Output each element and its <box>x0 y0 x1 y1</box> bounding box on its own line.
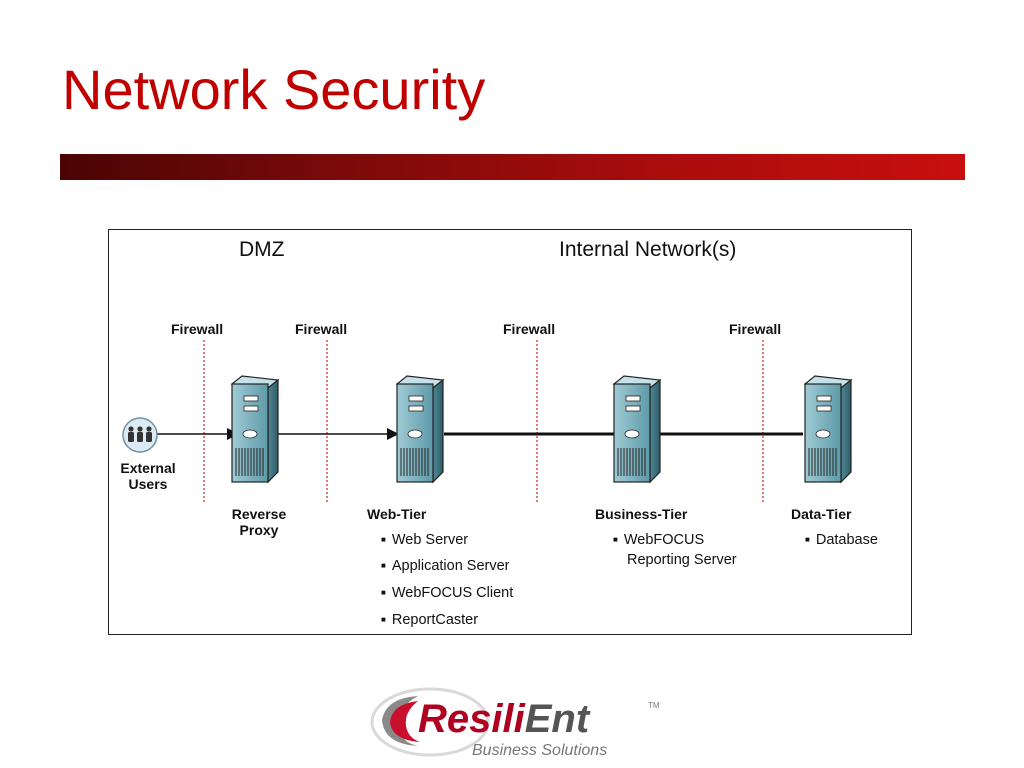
arrow-right-icon <box>387 428 399 440</box>
logo-tm: TM <box>648 701 660 710</box>
web-tier-item: ReportCaster <box>381 612 478 628</box>
firewall-lines <box>203 340 764 502</box>
business-tier-item: WebFOCUS <box>613 532 704 548</box>
zone-label-dmz: DMZ <box>239 238 285 261</box>
server-icon <box>613 375 661 483</box>
server-icon <box>804 375 852 483</box>
web-tier-title: Web-Tier <box>367 506 427 522</box>
logo-graphic: ResiliEnt TM Business Solutions <box>370 687 660 759</box>
logo-brand-part2: Ent <box>525 697 591 741</box>
web-tier-item: Application Server <box>381 558 510 574</box>
data-tier-title: Data-Tier <box>791 506 852 522</box>
data-tier-item: Database <box>805 532 878 548</box>
business-tier-title: Business-Tier <box>595 506 688 522</box>
logo-tagline: Business Solutions <box>472 742 607 759</box>
server-icon <box>396 375 444 483</box>
network-diagram: DMZ Internal Network(s) Firewall Firewal… <box>108 229 912 635</box>
business-tier-item-continued: Reporting Server <box>627 552 737 568</box>
external-users-label: External Users <box>120 460 176 492</box>
logo-swoosh-icon <box>370 687 490 757</box>
firewall-label-3: Firewall <box>503 321 556 337</box>
web-tier-item: WebFOCUS Client <box>381 585 513 601</box>
server-icon <box>231 375 279 483</box>
diagram-graphics <box>122 340 852 502</box>
slide-title: Network Security <box>62 58 486 121</box>
firewall-label-1: Firewall <box>171 321 224 337</box>
company-logo: ResiliEnt TM Business Solutions <box>362 682 662 762</box>
title-underline-bar <box>60 154 965 180</box>
firewall-label-4: Firewall <box>729 321 782 337</box>
svg-text:ResiliEnt: ResiliEnt <box>418 697 591 741</box>
firewall-label-2: Firewall <box>295 321 348 337</box>
users-icon <box>122 417 158 453</box>
zone-label-internal: Internal Network(s) <box>559 238 737 261</box>
reverse-proxy-label: Reverse Proxy <box>231 506 287 538</box>
logo-brand-part1: Resili <box>418 697 526 741</box>
web-tier-item: Web Server <box>381 532 468 548</box>
